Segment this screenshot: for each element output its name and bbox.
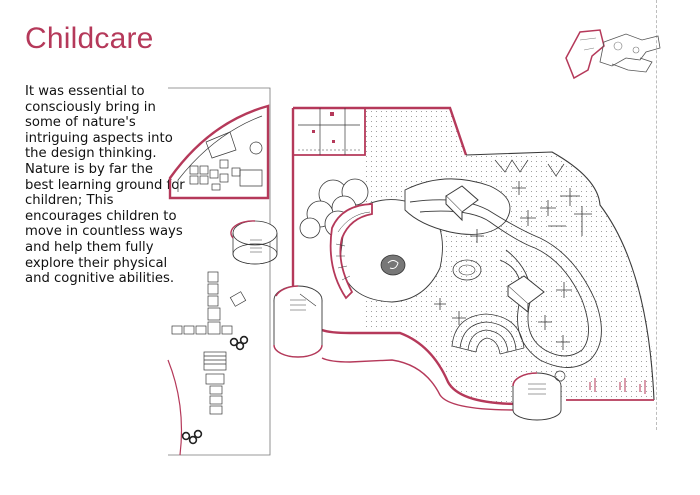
left-strip-building bbox=[167, 87, 278, 456]
description-paragraph: It was essential to consciously bring in… bbox=[25, 84, 185, 287]
key-plan-thumbnail bbox=[565, 29, 661, 80]
description-text: It was essential to consciously bring in… bbox=[25, 84, 185, 287]
main-site-plan bbox=[273, 106, 655, 421]
page-margin-rule bbox=[656, 0, 657, 430]
page-title: Childcare bbox=[25, 22, 154, 55]
